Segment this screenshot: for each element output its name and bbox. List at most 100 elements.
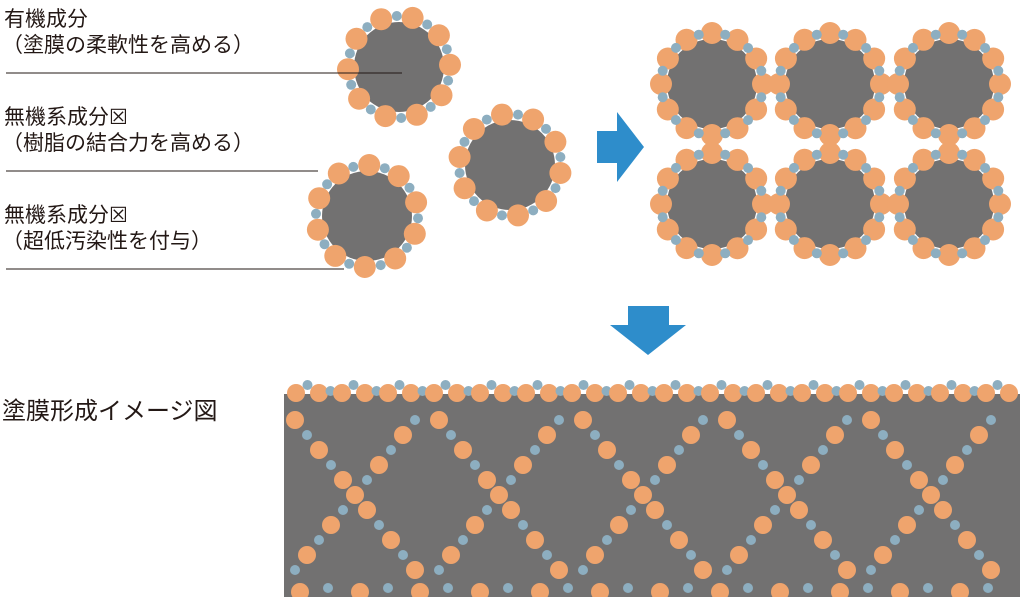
inorganic-particle [532,380,543,390]
inorganic-core [322,171,412,261]
inorganic-particle [874,185,885,196]
inorganic-particle [983,583,993,593]
organic-particle [650,193,672,215]
inorganic-particle [775,212,786,223]
organic-particle [778,486,796,504]
inorganic-particle [528,205,539,216]
inorganic-particle [647,386,658,396]
organic-particle [887,193,909,215]
inorganic-particle [878,430,888,440]
inorganic-particle [509,386,520,396]
organic-particle [771,583,789,597]
leader-lines [6,72,402,270]
organic-particle [844,117,867,140]
organic-particle [298,546,316,564]
organic-particle [726,237,749,260]
organic-particle [549,162,572,184]
organic-particle [802,456,820,474]
organic-particle [471,384,489,402]
organic-particle [862,411,880,429]
organic-particle [774,98,797,121]
inorganic-particle [962,445,972,455]
organic-particle [701,384,719,402]
organic-particle [491,103,513,126]
inorganic-particle [811,29,822,40]
label-inorganic-b: 無機系成分☒ （超低汚染性を付与） [2,202,212,254]
inorganic-particle [907,115,918,125]
organic-particle [793,384,811,402]
organic-particle [977,384,995,402]
inorganic-particle [838,248,849,259]
organic-particle [839,384,857,402]
organic-particle [819,142,841,164]
inorganic-particle [722,565,732,575]
inorganic-particle [980,115,990,126]
organic-particle [384,247,407,270]
inorganic-particle [938,475,948,485]
organic-particle [394,426,412,444]
organic-particle [682,426,700,444]
inorganic-particle [671,162,681,173]
inorganic-particle [756,65,767,76]
inorganic-particle [443,583,453,593]
inorganic-particle [950,520,960,530]
inorganic-particle [530,445,540,455]
organic-particle [989,193,1011,215]
organic-particle [752,193,774,215]
inorganic-particle [914,505,924,515]
organic-particle [874,546,892,564]
inorganic-particle [554,415,564,425]
organic-particle [598,441,616,459]
organic-particle [411,583,429,597]
inorganic-particle [720,149,731,160]
organic-particle [819,124,841,146]
inorganic-particle [980,43,991,53]
inorganic-particle [578,565,588,575]
inorganic-particle [401,242,412,253]
organic-particle [826,426,844,444]
label-inorganic-a-role: （樹脂の結合力を高める） [2,131,254,155]
inorganic-particle [902,460,912,470]
inorganic-particle [930,29,941,40]
inorganic-particle [861,163,872,173]
inorganic-particle [762,380,773,390]
inorganic-particle [986,415,996,425]
organic-particle [353,256,376,278]
inorganic-particle [344,258,355,269]
inorganic-particle [693,29,704,40]
organic-particle [910,471,928,489]
organic-particle [963,28,986,51]
inorganic-particle [362,475,372,485]
inorganic-particle [743,115,753,126]
inorganic-particle [743,583,753,593]
organic-particle [675,237,698,260]
organic-particle [885,384,903,402]
organic-particle [550,561,568,579]
inorganic-particle [720,128,731,139]
organic-particle [286,411,304,429]
inorganic-particle [908,42,918,53]
organic-particle [675,28,698,51]
organic-particle [718,411,736,429]
organic-particle [726,148,749,171]
organic-particle [324,244,347,267]
organic-particle [701,244,723,266]
inorganic-particle [410,415,420,425]
inorganic-particle [375,260,386,271]
organic-particle [334,471,352,489]
organic-particle [774,47,797,70]
dispersed-particles [306,6,572,278]
inorganic-particle [624,380,635,390]
organic-particle [502,501,520,519]
organic-particle [946,456,964,474]
inorganic-particle [874,212,885,223]
organic-particle [453,177,476,200]
organic-particle [745,47,768,70]
organic-particle [430,411,448,429]
inorganic-particle [734,430,744,440]
inorganic-particle [657,65,668,76]
organic-particle [790,501,808,519]
arrow-right-icon [597,112,644,182]
organic-particle [517,384,535,402]
